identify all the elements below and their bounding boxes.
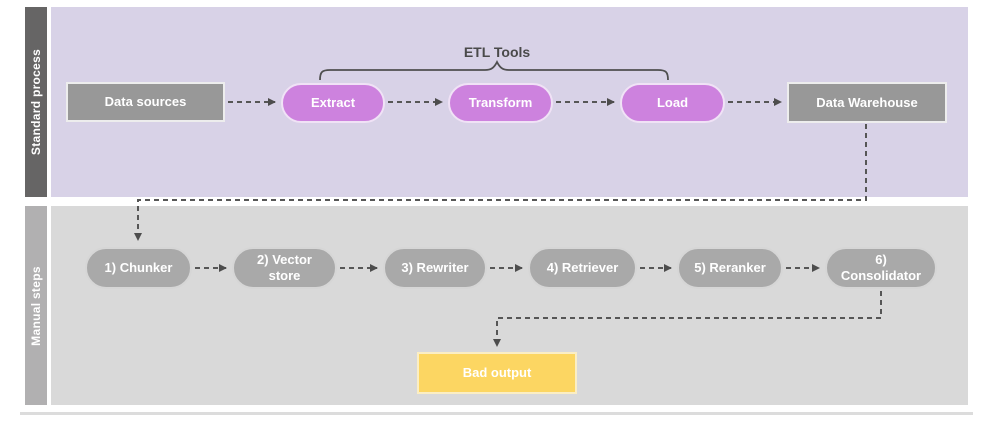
etl-tools-annotation: ETL Tools: [463, 44, 531, 60]
node-vector-store: 2) Vector store: [232, 247, 337, 289]
node-bad-output-label: Bad output: [462, 365, 532, 381]
node-retriever-label: 4) Retriever: [546, 260, 619, 276]
lane-standard-process-bar: Standard process: [25, 7, 47, 197]
node-retriever: 4) Retriever: [528, 247, 637, 289]
bottom-divider: [20, 412, 973, 415]
node-data-sources-label: Data sources: [104, 94, 187, 110]
node-vector-store-label: 2) Vector store: [257, 252, 312, 283]
node-load: Load: [620, 83, 725, 123]
node-rewriter-label: 3) Rewriter: [401, 260, 469, 276]
node-reranker: 5) Reranker: [677, 247, 783, 289]
node-chunker-label: 1) Chunker: [104, 260, 173, 276]
node-extract: Extract: [281, 83, 385, 123]
node-bad-output: Bad output: [417, 352, 577, 394]
node-transform-label: Transform: [468, 95, 533, 111]
node-consolidator: 6) Consolidator: [825, 247, 937, 289]
lane-standard-process-label: Standard process: [29, 48, 43, 156]
node-data-warehouse: Data Warehouse: [787, 82, 947, 123]
node-load-label: Load: [656, 95, 689, 111]
node-transform: Transform: [448, 83, 553, 123]
node-data-sources: Data sources: [66, 82, 225, 122]
node-extract-label: Extract: [310, 95, 356, 111]
node-data-warehouse-label: Data Warehouse: [816, 94, 918, 110]
lane-manual-steps-label: Manual steps: [29, 265, 43, 346]
node-consolidator-label: 6) Consolidator: [840, 252, 922, 283]
node-rewriter: 3) Rewriter: [383, 247, 487, 289]
lane-manual-steps-bar: Manual steps: [25, 206, 47, 405]
node-chunker: 1) Chunker: [85, 247, 192, 289]
node-reranker-label: 5) Reranker: [694, 260, 766, 276]
